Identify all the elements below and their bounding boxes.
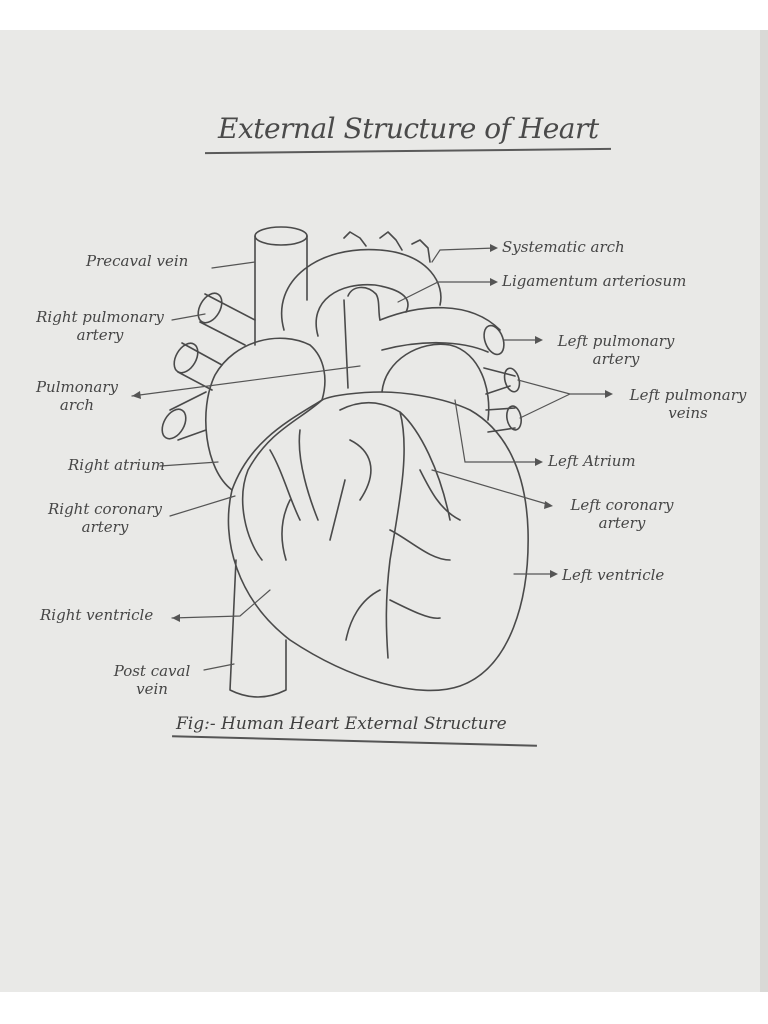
label-left-coronary-artery-line2: artery	[598, 514, 646, 532]
leader-systematic	[431, 247, 496, 263]
label-left-pulmonary-artery-line1: Left pulmonary	[557, 332, 675, 350]
label-left-pulmonary-veins: Left pulmonary veins	[620, 386, 756, 422]
label-left-pulmonary-artery: Left pulmonary artery	[546, 332, 686, 368]
right-pulmonary-branches	[161, 292, 256, 441]
page-title: External Structure of Heart	[218, 112, 599, 145]
figure-caption: Fig:- Human Heart External Structure	[176, 714, 507, 734]
label-right-coronary-artery-line2: artery	[81, 518, 129, 536]
label-right-pulmonary-artery-line1: Right pulmonary	[36, 308, 164, 326]
leader-right-atrium	[159, 461, 219, 467]
label-post-caval-vein-line2: vein	[136, 680, 168, 698]
label-post-caval-vein-line1: Post caval	[113, 662, 191, 680]
label-precaval-vein: Precaval vein	[86, 252, 189, 270]
leader-left-coronary	[431, 469, 551, 506]
label-pulmonary-arch-line2: arch	[59, 396, 95, 414]
label-left-coronary-artery: Left coronary artery	[556, 496, 688, 532]
label-left-pulmonary-veins-line2: veins	[668, 404, 708, 422]
right-coronary-shape	[241, 399, 323, 561]
left-pulmonary-veins-shape	[483, 367, 523, 433]
label-pulmonary-arch: Pulmonary arch	[22, 378, 132, 414]
next-page-edge	[760, 30, 768, 992]
label-right-pulmonary-artery: Right pulmonary artery	[30, 308, 170, 344]
label-left-pulmonary-veins-line1: Left pulmonary	[629, 386, 747, 404]
leader-left-atrium	[454, 399, 541, 463]
leader-pulmonary-arch	[131, 365, 361, 397]
left-atrium-shape	[381, 343, 490, 421]
label-right-coronary-artery: Right coronary artery	[38, 500, 172, 536]
leader-precaval	[211, 261, 256, 269]
label-systematic-arch: Systematic arch	[502, 238, 625, 256]
leader-right-ventricle	[171, 589, 271, 619]
label-right-coronary-artery-line1: Right coronary	[47, 500, 163, 518]
label-ligamentum-arteriosum: Ligamentum arteriosum	[502, 272, 687, 290]
pulmonary-trunk-shape	[343, 286, 505, 389]
label-right-ventricle: Right ventricle	[40, 606, 154, 624]
leader-left-pulmonary-veins	[517, 379, 611, 419]
left-coronary-shape	[329, 401, 461, 659]
label-left-ventricle: Left ventricle	[562, 566, 665, 584]
label-left-pulmonary-artery-line2: artery	[592, 350, 640, 368]
leader-right-pulmonary	[171, 313, 206, 321]
aortic-arch-shape	[280, 231, 442, 337]
label-left-atrium: Left Atrium	[548, 452, 636, 470]
caval-vein-shape	[229, 226, 308, 698]
label-left-coronary-artery-line1: Left coronary	[570, 496, 674, 514]
label-right-pulmonary-artery-line2: artery	[76, 326, 124, 344]
label-post-caval-vein: Post caval vein	[100, 662, 204, 698]
right-atrium-shape	[205, 337, 326, 491]
paper-sheet	[0, 30, 760, 992]
label-right-atrium: Right atrium	[68, 456, 165, 474]
leader-right-coronary	[169, 495, 236, 517]
leader-ligamentum	[397, 281, 496, 303]
label-pulmonary-arch-line1: Pulmonary	[35, 378, 119, 396]
leader-post-caval	[203, 663, 235, 671]
ventricles-shape	[227, 391, 529, 692]
